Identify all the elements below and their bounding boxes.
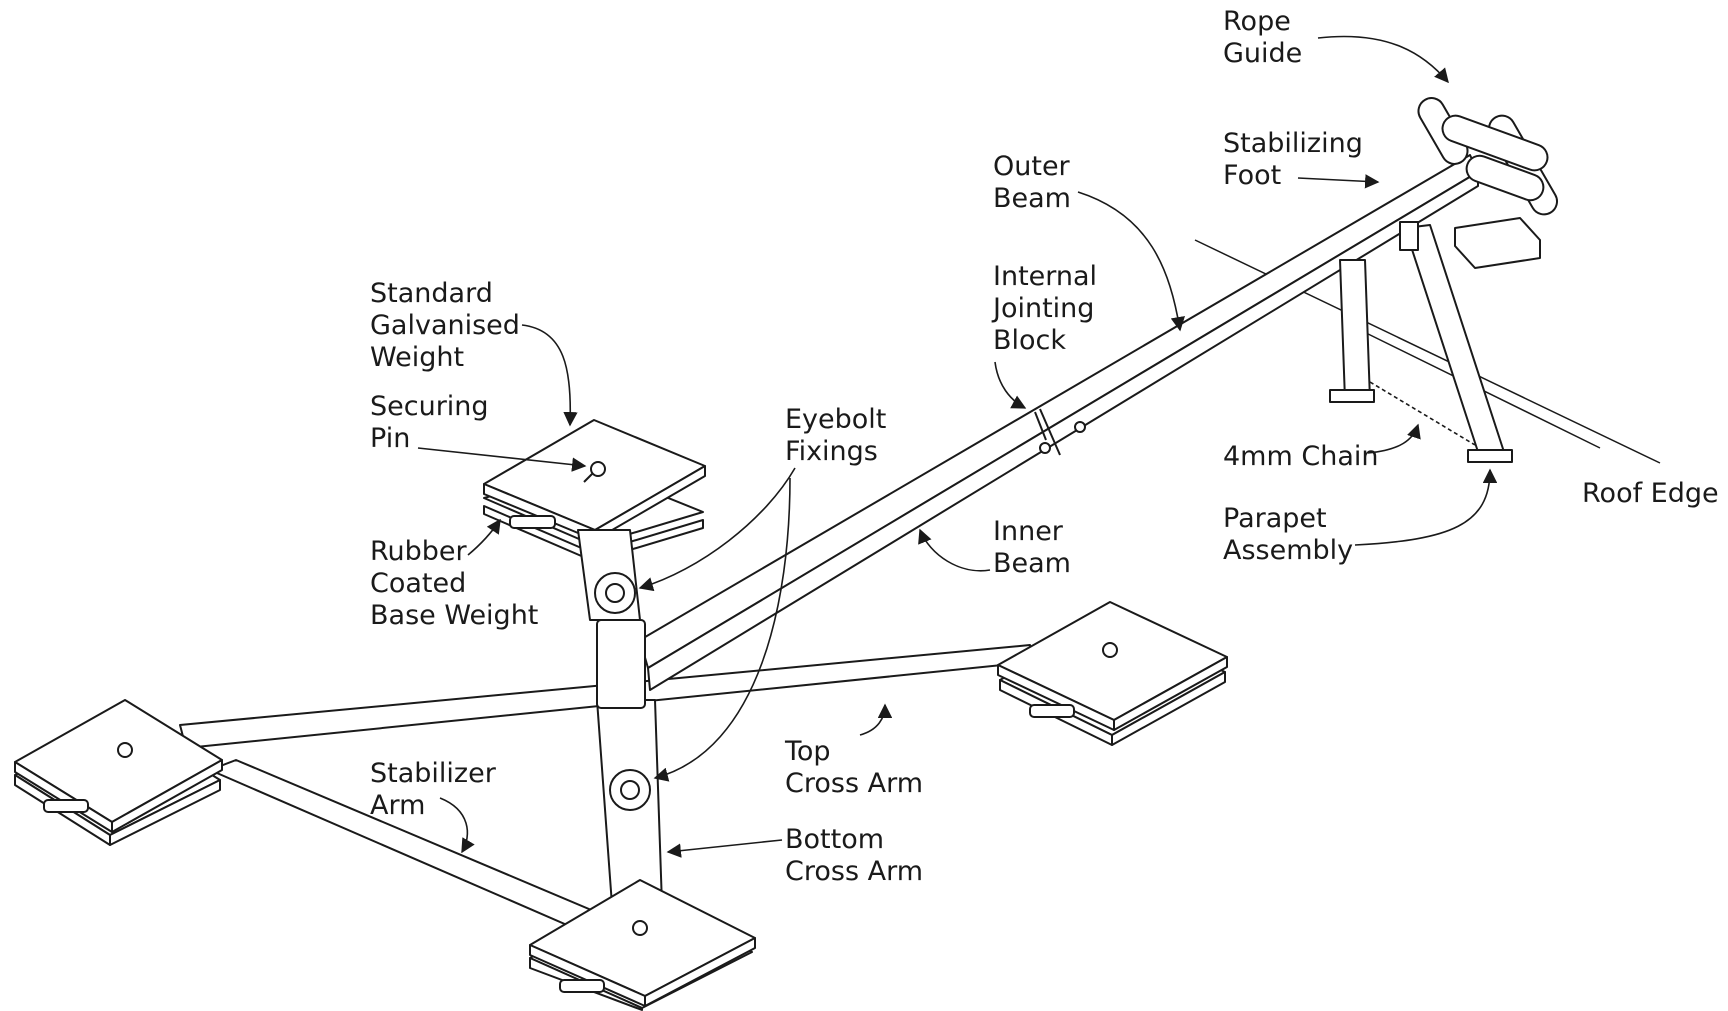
parapet-base — [1329, 389, 1375, 403]
label-stabilizer-arm: Stabilizer Arm — [370, 758, 504, 821]
jointing-bolt-a — [1039, 442, 1051, 454]
leader-eyebolt-lower — [653, 477, 791, 782]
securing-pin-bottom — [632, 920, 648, 936]
securing-pin-upper — [590, 461, 606, 477]
label-securing-pin: Securing Pin — [370, 391, 497, 454]
rope-guide — [1417, 97, 1558, 216]
label-outer-beam: Outer Beam — [993, 151, 1078, 214]
leader-securing-pin — [417, 447, 587, 472]
label-roof-edge: Roof Edge — [1582, 478, 1719, 509]
label-chain: 4mm Chain — [1223, 441, 1379, 472]
label-bottom-cross-arm: Bottom Cross Arm — [785, 824, 923, 887]
stabilizing-foot — [1454, 217, 1541, 269]
leader-rubber-weight — [467, 518, 501, 556]
label-standard-weight: Standard Galvanised Weight — [370, 278, 529, 373]
label-stabilizing-foot: Stabilizing Foot — [1223, 128, 1371, 191]
base-sleeve — [596, 619, 646, 709]
securing-pin-left — [117, 742, 133, 758]
leader-inner-beam — [918, 528, 991, 572]
leader-stabilizer-arm — [439, 797, 475, 854]
leader-standard-weight — [521, 324, 578, 427]
label-rubber-base-weight: Rubber Coated Base Weight — [370, 536, 538, 631]
leader-jointing-block — [994, 361, 1027, 409]
securing-pin-right — [1102, 642, 1118, 658]
weight-stack-right — [997, 601, 1228, 746]
label-internal-jointing-block: Internal Jointing Block — [991, 261, 1106, 356]
label-parapet-assembly: Parapet Assembly — [1223, 503, 1353, 566]
weight-stack-bottom — [529, 879, 756, 1011]
leader-bottom-cross-arm — [666, 839, 783, 858]
leader-parapet-assembly — [1354, 468, 1498, 546]
label-rope-guide: Rope Guide — [1223, 6, 1302, 69]
parapet-foot — [1467, 449, 1513, 463]
jointing-bolt-b — [1074, 421, 1086, 433]
leader-outer-beam — [1077, 191, 1185, 332]
leader-top-cross-arm — [859, 703, 893, 736]
parapet-post — [1339, 259, 1371, 401]
label-eyebolt-fixings: Eyebolt Fixings — [785, 404, 895, 467]
leader-chain — [1367, 423, 1421, 454]
leader-rope-guide — [1317, 35, 1449, 84]
weight-stack-left — [14, 699, 223, 846]
eyebolt-upper — [594, 572, 636, 614]
label-top-cross-arm: Top Cross Arm — [784, 736, 923, 799]
label-inner-beam: Inner Beam — [993, 516, 1072, 579]
leader-eyebolt-upper — [638, 467, 796, 592]
main-beam — [639, 154, 1479, 691]
eyebolt-lower — [609, 769, 651, 811]
leader-stabilizing-foot — [1297, 174, 1380, 189]
parapet-clamp — [1399, 221, 1419, 251]
